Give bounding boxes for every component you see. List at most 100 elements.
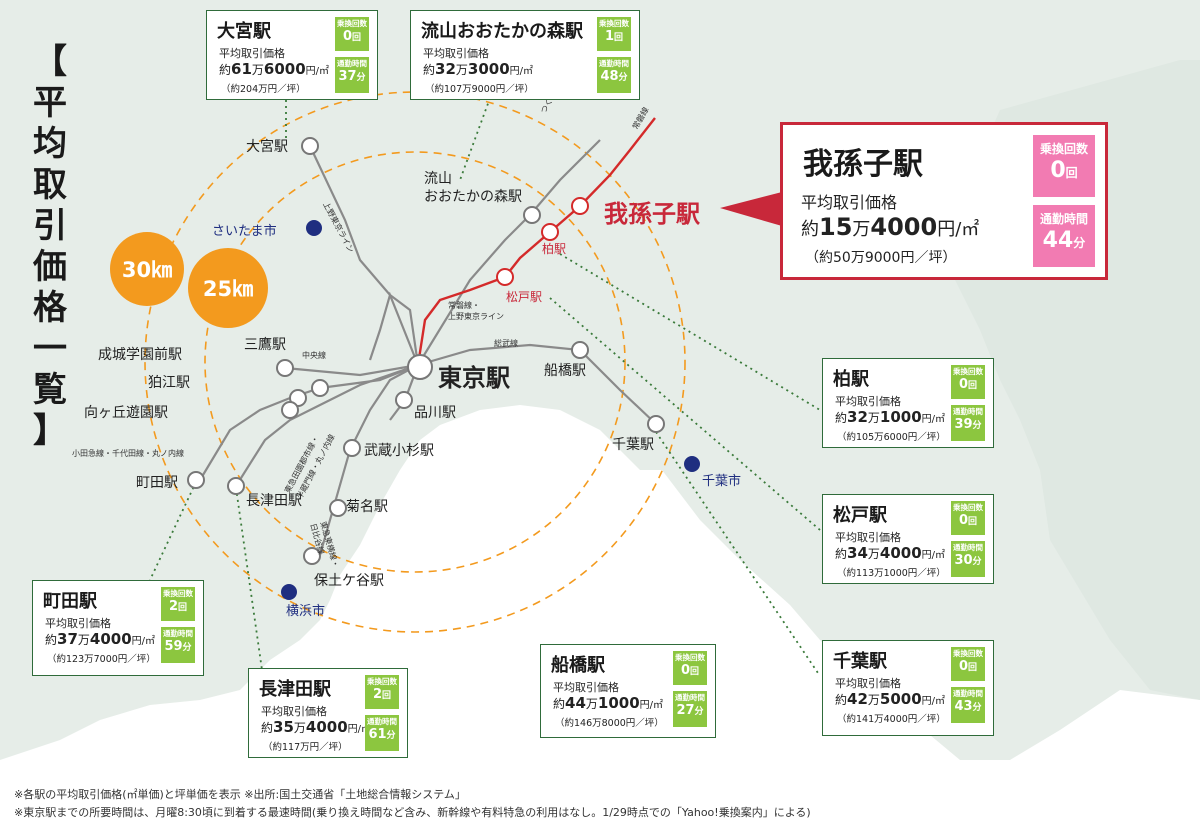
station-nagareyama [523, 206, 541, 224]
city-yokohama [281, 584, 297, 600]
card-price-label: 平均取引価格 [219, 47, 285, 60]
label-machida: 町田駅 [136, 475, 178, 491]
card-price: 約61万6000円/㎡ [219, 60, 330, 78]
card-nagareyama: 流山おおたかの森駅平均取引価格約32万3000円/㎡ （約107万9000円／坪）… [410, 10, 640, 100]
label-nagatsuta: 長津田駅 [246, 493, 302, 509]
label-seijo: 成城学園前駅 [98, 347, 182, 363]
badge-25km: 25㎞ [188, 248, 268, 328]
badge-30km: 30㎞ [110, 232, 184, 306]
city-saitama [306, 220, 322, 236]
card-price: 約42万5000円/㎡ [835, 690, 946, 708]
page-title: 【 平 均 取 引 価 格 一 覧 】 [33, 42, 67, 451]
station-chiba [647, 415, 665, 433]
featured-card-abiko: 我孫子駅 平均取引価格 約15万4000円/㎡ （約50万9000円／坪） 乗換… [780, 122, 1108, 280]
label-chiba-city: 千葉市 [702, 474, 742, 489]
card-price-label: 平均取引価格 [835, 677, 901, 690]
station-kashiwa [541, 223, 559, 241]
label-mitaka: 三鷹駅 [244, 337, 286, 353]
line-label-joban-1: 常磐線・ [448, 301, 480, 310]
label-tokyo: 東京駅 [438, 364, 510, 392]
label-saitama-city: さいたま市 [212, 224, 277, 239]
card-price-label: 平均取引価格 [835, 531, 901, 544]
card-name: 大宮駅 [217, 21, 271, 42]
label-matsudo: 松戸駅 [506, 290, 543, 304]
city-chiba [684, 456, 700, 472]
label-mukogaoka: 向ヶ丘遊園駅 [84, 405, 168, 421]
station-machida [187, 471, 205, 489]
card-name: 千葉駅 [833, 651, 887, 672]
label-kikuna: 菊名駅 [346, 499, 388, 515]
label-yokohama-city: 横浜市 [286, 604, 326, 619]
card-name: 柏駅 [833, 369, 869, 390]
line-label-odakyu: 小田急線・千代田線・丸ノ内線 [72, 449, 184, 458]
label-nagareyama-1: 流山 [424, 171, 452, 187]
card-price-label: 平均取引価格 [553, 681, 619, 694]
station-mitaka [276, 359, 294, 377]
card-name: 流山おおたかの森駅 [421, 21, 583, 42]
featured-tsubo: （約50万9000円／坪） [805, 250, 957, 266]
label-nagareyama-2: おおたかの森駅 [424, 189, 522, 205]
featured-name: 我孫子駅 [803, 147, 923, 182]
card-tsubo: （約204万円／坪） [221, 84, 306, 95]
radius-circle-25km [204, 151, 626, 573]
label-funabashi: 船橋駅 [544, 363, 586, 379]
featured-transfer-box: 乗換回数 0回 [1033, 135, 1095, 197]
card-tsubo: （約107万9000円／坪） [425, 84, 534, 95]
joban-station-markers [496, 197, 589, 286]
card-tsubo: （約113万1000円／坪） [837, 568, 946, 579]
card-price: 約44万1000円/㎡ [553, 694, 664, 712]
station-shinagawa [395, 391, 413, 409]
card-tsubo: （約117万円／坪） [263, 742, 348, 753]
card-name: 松戸駅 [833, 505, 887, 526]
label-kashiwa: 柏駅 [542, 242, 567, 256]
card-price: 約34万4000円/㎡ [835, 544, 946, 562]
label-shinagawa: 品川駅 [414, 405, 456, 421]
label-komae: 狛江駅 [148, 375, 190, 391]
station-nagatsuta [227, 477, 245, 495]
card-price: 約37万4000円/㎡ [45, 630, 156, 648]
card-tsubo: （約141万4000円／坪） [837, 714, 946, 725]
label-hodogaya: 保土ケ谷駅 [314, 573, 384, 589]
station-musashikosugi [343, 439, 361, 457]
station-tokyo [407, 354, 433, 380]
card-price-label: 平均取引価格 [45, 617, 111, 630]
featured-price-label: 平均取引価格 [801, 193, 898, 212]
station-funabashi [571, 341, 589, 359]
card-price-label: 平均取引価格 [261, 705, 327, 718]
featured-arrow [720, 192, 782, 226]
card-name: 町田駅 [43, 591, 97, 612]
card-price: 約32万3000円/㎡ [423, 60, 534, 78]
line-label-chuo: 中央線 [302, 351, 326, 360]
station-mukogaoka [281, 401, 299, 419]
card-price-label: 平均取引価格 [835, 395, 901, 408]
featured-price: 約15万4000円/㎡ [801, 213, 980, 241]
card-price: 約35万4000円/㎡ [261, 718, 372, 736]
card-name: 長津田駅 [259, 679, 331, 700]
station-matsudo [496, 268, 514, 286]
label-chiba: 千葉駅 [612, 437, 654, 453]
station-hodogaya [303, 547, 321, 565]
footnote-2: ※東京駅までの所要時間は、月曜8:30頃に到着する最速時間(乗り換え時間など含み… [14, 806, 811, 819]
card-price: 約32万1000円/㎡ [835, 408, 946, 426]
city-markers [281, 220, 700, 600]
label-omiya: 大宮駅 [246, 139, 288, 155]
card-price-label: 平均取引価格 [423, 47, 489, 60]
line-label-joban-2: 上野東京ライン [448, 312, 504, 321]
